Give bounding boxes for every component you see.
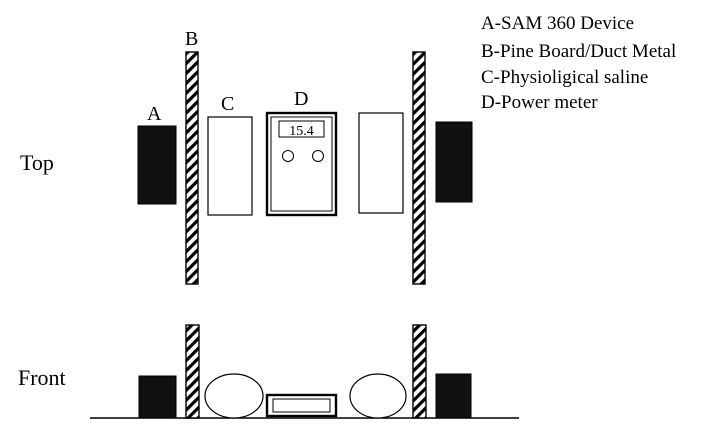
sam-device-left-top: [137, 125, 177, 205]
label-c: C: [221, 93, 234, 115]
board-left-front: [185, 324, 200, 419]
saline-right-top: [358, 112, 404, 214]
board-right-top: [412, 51, 426, 285]
label-a: A: [147, 103, 162, 125]
sam-device-left-front: [138, 375, 177, 419]
board-left-top: [185, 51, 199, 285]
label-b: B: [185, 28, 198, 50]
saline-right-front: [349, 373, 407, 419]
top-view: 15.4 A B C D Top: [20, 28, 473, 285]
legend-item-a: A-SAM 360 Device: [481, 13, 635, 34]
meter-knob-right: [312, 150, 324, 162]
label-d: D: [294, 88, 308, 110]
saline-left-front: [204, 373, 264, 419]
legend-item-b: B-Pine Board/Duct Metal: [481, 41, 677, 62]
front-view-label: Front: [18, 365, 66, 390]
legend-item-d: D-Power meter: [481, 92, 598, 113]
top-view-label: Top: [20, 150, 54, 175]
meter-knob-left: [282, 150, 294, 162]
sam-device-right-top: [435, 121, 473, 203]
sam-device-right-front: [435, 373, 472, 419]
meter-reading: 15.4: [289, 124, 314, 139]
front-view: Front: [18, 324, 519, 419]
legend-item-c: C-Physioligical saline: [481, 67, 649, 88]
power-meter-front: [265, 393, 338, 418]
board-right-front: [412, 324, 427, 419]
saline-left-top: [207, 116, 253, 216]
meter-display: [278, 120, 325, 138]
power-meter-top: 15.4: [265, 111, 338, 217]
